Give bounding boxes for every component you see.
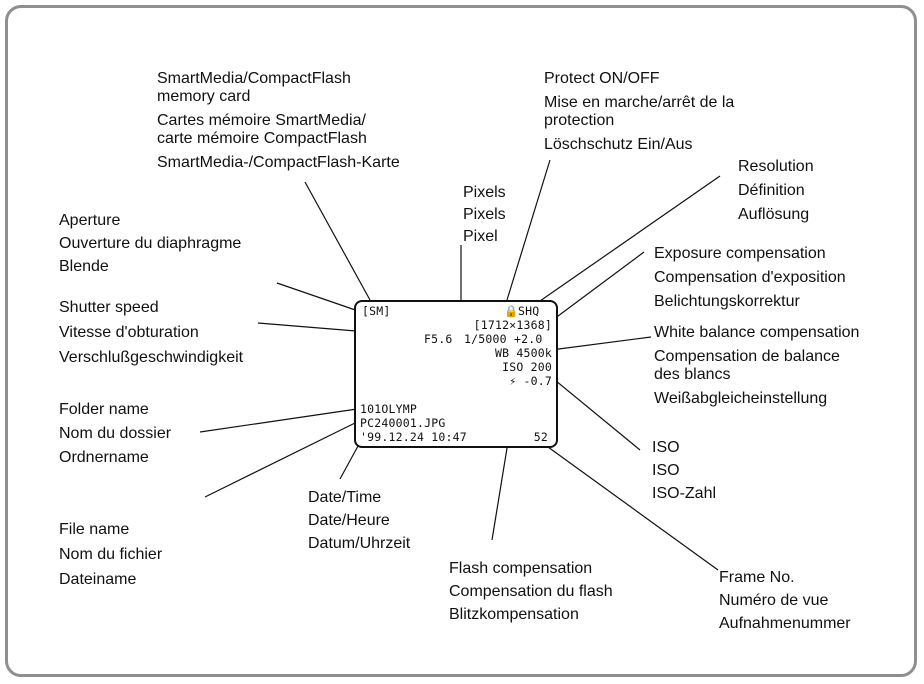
label-file-de: Dateiname — [59, 571, 137, 588]
label-wb-fr-2: des blancs — [654, 366, 731, 383]
label-flash: Flash compensation Compensation du flash… — [449, 557, 613, 626]
label-resolution-fr: Définition — [738, 182, 805, 199]
label-folder-de: Ordnername — [59, 449, 149, 466]
label-iso-de: ISO-Zahl — [652, 485, 717, 502]
label-shutter-en: Shutter speed — [59, 299, 159, 316]
label-protect-fr-1: Mise en marche/arrêt de la — [544, 94, 735, 111]
label-card: SmartMedia/CompactFlash memory card Cart… — [157, 70, 400, 172]
leader-exposure — [549, 251, 645, 323]
leader-protect — [506, 159, 551, 301]
lcd-folder: 101OLYMP — [360, 402, 417, 416]
label-folder-en: Folder name — [59, 401, 149, 418]
label-aperture: Aperture Ouverture du diaphragme Blende — [59, 209, 241, 278]
label-exposure-fr: Compensation d'exposition — [654, 269, 846, 286]
label-datetime-fr: Date/Heure — [308, 512, 390, 529]
label-protect: Protect ON/OFF Mise en marche/arrêt de l… — [544, 70, 734, 154]
label-shutter: Shutter speed Vitesse d'obturation Versc… — [59, 295, 243, 370]
label-iso-fr: ISO — [652, 462, 680, 479]
label-datetime-de: Datum/Uhrzeit — [308, 535, 411, 552]
label-iso-en: ISO — [652, 439, 680, 456]
leader-wb — [550, 336, 652, 351]
label-card-de: SmartMedia-/CompactFlash-Karte — [157, 154, 400, 171]
label-aperture-fr: Ouverture du diaphragme — [59, 235, 242, 252]
label-datetime-en: Date/Time — [308, 489, 382, 506]
label-file-fr: Nom du fichier — [59, 546, 163, 563]
lcd-exposure: +2.0 — [514, 332, 543, 346]
label-aperture-de: Blende — [59, 258, 109, 275]
label-pixels-de: Pixel — [463, 228, 498, 245]
label-wb-en: White balance compensation — [654, 324, 860, 341]
label-frame: Frame No. Numéro de vue Aufnahmenummer — [719, 566, 851, 635]
label-card-en-1: SmartMedia/CompactFlash — [157, 70, 351, 87]
leader-card — [304, 181, 371, 301]
label-shutter-fr: Vitesse d'obturation — [59, 324, 199, 341]
label-pixels-fr: Pixels — [463, 206, 506, 223]
lcd-display: [SM] 🔒 SHQ [1712×1368] F5.6 1/5000 +2.0 … — [354, 300, 558, 448]
label-file: File name Nom du fichier Dateiname — [59, 517, 162, 592]
lcd-aperture: F5.6 — [424, 332, 453, 346]
label-flash-de: Blitzkompensation — [449, 606, 579, 623]
lcd-protect-icon: 🔒 — [504, 304, 519, 318]
label-wb-de: Weißabgleicheinstellung — [654, 390, 828, 407]
label-flash-fr: Compensation du flash — [449, 583, 613, 600]
label-exposure: Exposure compensation Compensation d'exp… — [654, 242, 846, 314]
label-protect-fr-2: protection — [544, 112, 615, 129]
label-protect-en: Protect ON/OFF — [544, 70, 660, 87]
lcd-media: [SM] — [362, 304, 391, 318]
label-folder: Folder name Nom du dossier Ordnername — [59, 398, 171, 470]
lcd-datetime: '99.12.24 10:47 — [360, 430, 467, 444]
leader-file — [204, 421, 358, 498]
label-iso: ISO ISO ISO-Zahl — [652, 436, 716, 505]
label-resolution-de: Auflösung — [738, 206, 810, 223]
leader-iso — [549, 375, 641, 451]
lcd-wb: WB 4500k — [495, 346, 552, 360]
label-card-fr-1: Cartes mémoire SmartMedia/ — [157, 112, 366, 129]
label-pixels-en: Pixels — [463, 184, 506, 201]
lcd-file: PC240001.JPG — [360, 416, 446, 430]
label-pixels: Pixels Pixels Pixel — [463, 182, 506, 248]
leader-resolution — [539, 175, 721, 302]
label-file-en: File name — [59, 521, 130, 538]
label-aperture-en: Aperture — [59, 212, 121, 229]
label-flash-en: Flash compensation — [449, 560, 593, 577]
label-resolution-en: Resolution — [738, 158, 814, 175]
label-frame-en: Frame No. — [719, 569, 795, 586]
lcd-quality: SHQ — [518, 304, 540, 318]
lcd-pixels: [1712×1368] — [473, 318, 552, 332]
label-protect-de: Löschschutz Ein/Aus — [544, 136, 693, 153]
label-shutter-de: Verschlußgeschwindigkeit — [59, 349, 244, 366]
label-wb-fr-1: Compensation de balance — [654, 348, 840, 365]
label-datetime: Date/Time Date/Heure Datum/Uhrzeit — [308, 486, 410, 555]
label-folder-fr: Nom du dossier — [59, 425, 172, 442]
label-frame-de: Aufnahmenummer — [719, 615, 851, 632]
leader-datetime — [339, 445, 359, 480]
lcd-shutter: 1/5000 — [464, 332, 507, 346]
label-frame-fr: Numéro de vue — [719, 592, 829, 609]
label-card-en-2: memory card — [157, 88, 251, 105]
label-resolution: Resolution Définition Auflösung — [738, 155, 814, 227]
label-exposure-en: Exposure compensation — [654, 245, 826, 262]
leader-frame — [547, 446, 719, 571]
lcd-iso: ISO 200 — [502, 360, 552, 374]
label-wb: White balance compensation Compensation … — [654, 324, 859, 408]
label-exposure-de: Belichtungskorrektur — [654, 293, 800, 310]
lcd-flash: ⚡ -0.7 — [509, 374, 552, 388]
lcd-frame: 52 — [533, 430, 548, 444]
leader-folder — [199, 408, 358, 433]
label-card-fr-2: carte mémoire CompactFlash — [157, 130, 367, 147]
